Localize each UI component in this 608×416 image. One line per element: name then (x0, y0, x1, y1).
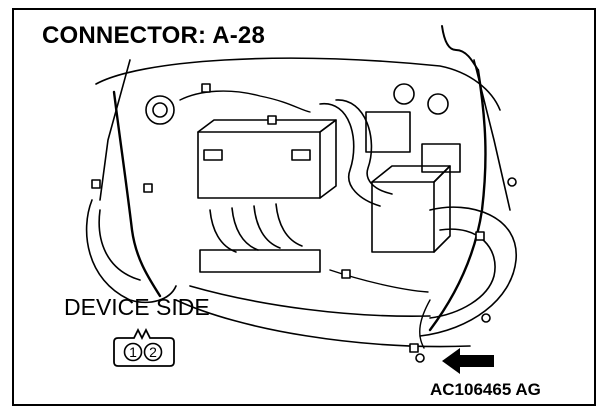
pin-1-label: 1 (129, 344, 137, 360)
pin-1 (123, 342, 143, 362)
connector-icon: 1 2 (113, 327, 175, 367)
figure-frame (12, 8, 596, 406)
arrow-left-icon (442, 348, 494, 374)
connector-title: CONNECTOR: A-28 (42, 22, 266, 49)
pin-2-label: 2 (149, 344, 157, 360)
device-side-label: DEVICE SIDE (64, 294, 210, 320)
pin-2 (143, 342, 163, 362)
figure-code: AC106465 AG (430, 380, 541, 399)
